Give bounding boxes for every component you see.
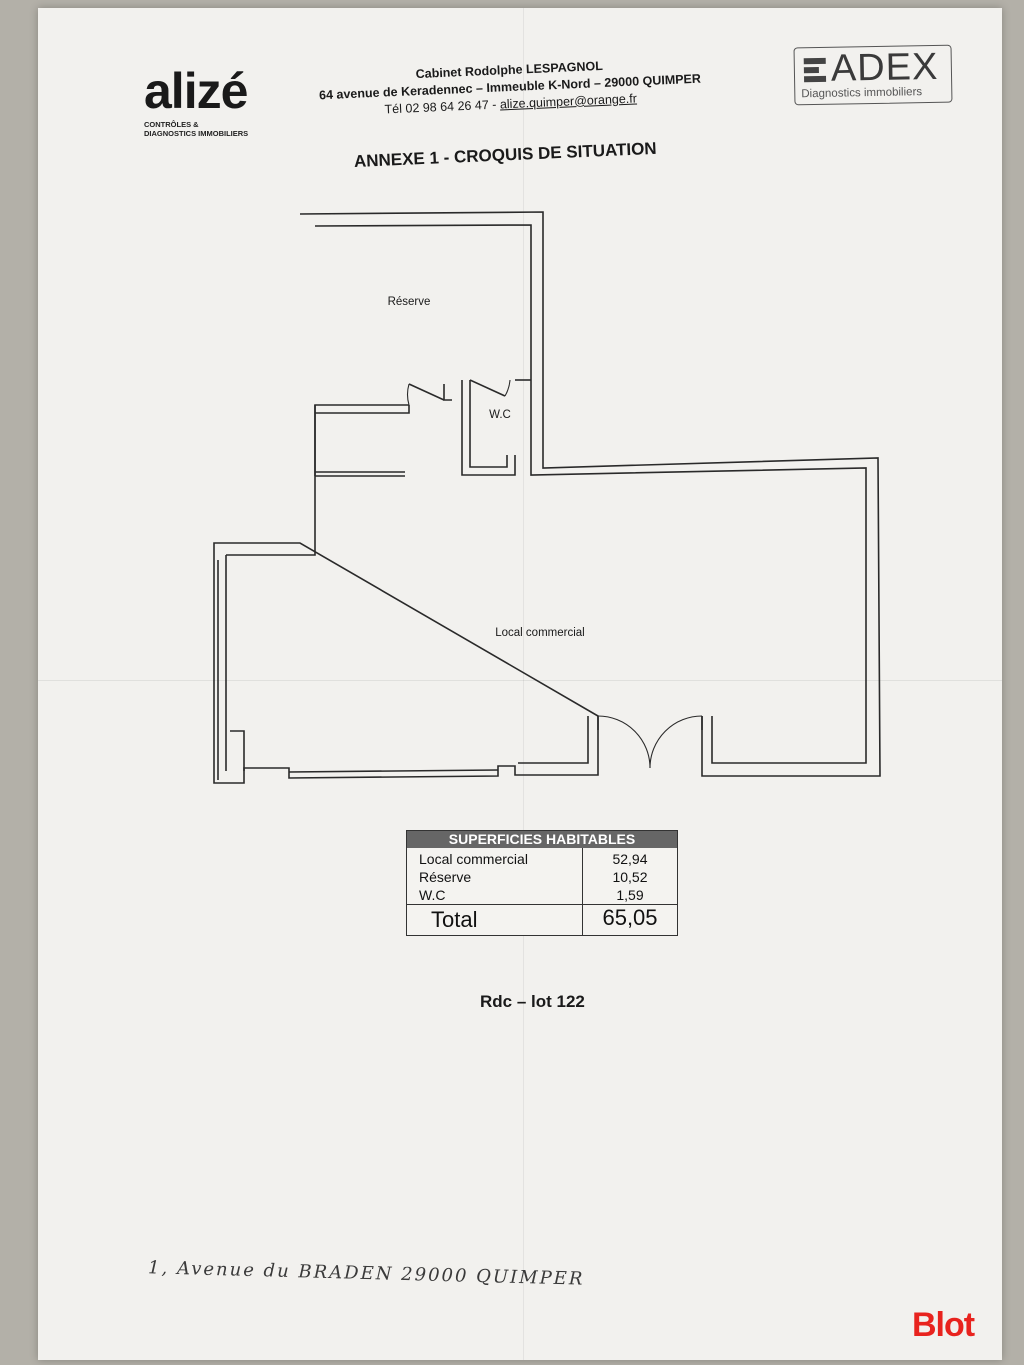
- room-label-local-commercial: Local commercial: [495, 627, 584, 639]
- room-label-wc: W.C: [489, 409, 511, 421]
- table-total-row: Total 65,05: [407, 904, 677, 935]
- surface-value: 10,52: [612, 869, 648, 885]
- alize-brand: alizé: [144, 63, 248, 119]
- surfaces-table: SUPERFICIES HABITABLES Local commercial …: [406, 830, 678, 936]
- surface-value: 1,59: [616, 887, 644, 903]
- room-label-reserve: Réserve: [388, 296, 431, 308]
- table-row: W.C 1,59: [407, 886, 677, 904]
- fold-line-horizontal: [38, 680, 1002, 681]
- watermark: Blot: [912, 1306, 975, 1344]
- alize-logo: alizé CONTRÔLES & DIAGNOSTICS IMMOBILIER…: [144, 66, 248, 138]
- document-sheet: [38, 8, 1002, 1360]
- surface-label: W.C: [407, 886, 583, 904]
- alize-tagline-1: CONTRÔLES &: [144, 120, 199, 129]
- total-value: 65,05: [602, 905, 658, 930]
- surface-value: 52,94: [612, 851, 648, 867]
- fold-line-vertical: [523, 8, 524, 1360]
- lot-label: Rdc – lot 122: [480, 992, 585, 1011]
- table-row: Réserve 10,52: [407, 868, 677, 886]
- surface-label: Réserve: [407, 868, 583, 886]
- alize-tagline-2: DIAGNOSTICS IMMOBILIERS: [144, 129, 249, 138]
- surfaces-heading: SUPERFICIES HABITABLES: [407, 831, 677, 848]
- table-row: Local commercial 52,94: [407, 848, 677, 868]
- total-label: Total: [407, 905, 583, 935]
- surface-label: Local commercial: [407, 848, 583, 868]
